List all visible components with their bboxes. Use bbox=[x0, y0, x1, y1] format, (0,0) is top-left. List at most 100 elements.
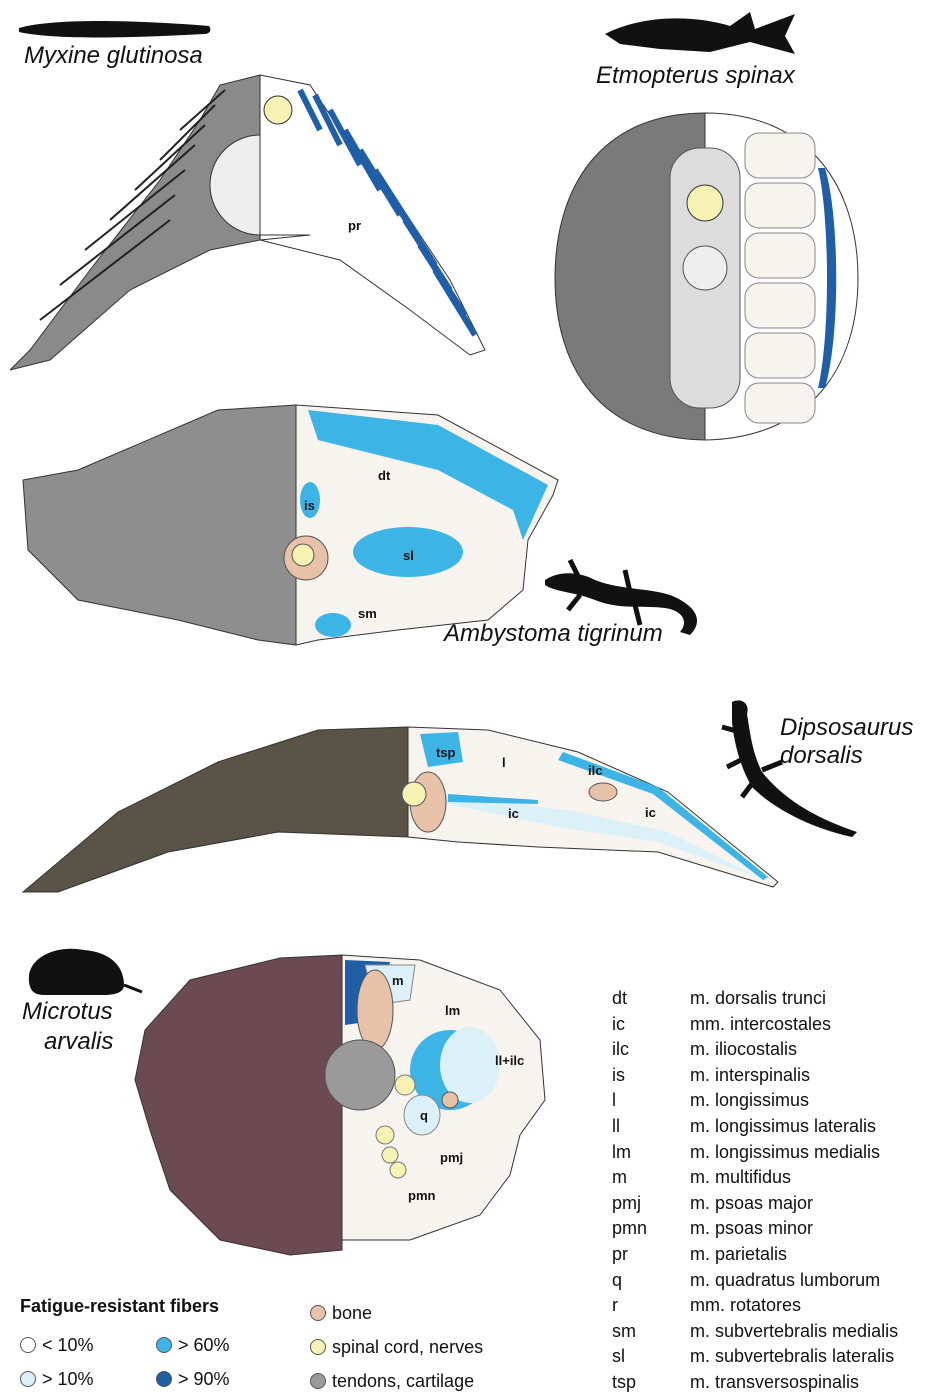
legend-fiber-item: > 60% bbox=[156, 1334, 230, 1356]
label-sm: sm bbox=[358, 606, 377, 621]
legend-label: tendons, cartilage bbox=[332, 1370, 474, 1392]
label-m: m bbox=[392, 973, 404, 988]
shark-silhouette-icon bbox=[600, 4, 800, 64]
abbr-code: ll bbox=[612, 1114, 620, 1140]
label-pmj: pmj bbox=[440, 1150, 463, 1165]
legend-swatch bbox=[310, 1339, 326, 1355]
species-name-ambystoma: Ambystoma tigrinum bbox=[444, 620, 663, 648]
species-name-microtus-2: arvalis bbox=[44, 1028, 113, 1056]
legend-tissue-item: spinal cord, nerves bbox=[310, 1336, 483, 1358]
legend-label: > 10% bbox=[42, 1368, 94, 1390]
label-l: l bbox=[502, 755, 506, 770]
abbr-fullname: m. longissimus lateralis bbox=[690, 1114, 876, 1140]
species-name-myxine: Myxine glutinosa bbox=[24, 42, 203, 70]
legend-label: spinal cord, nerves bbox=[332, 1336, 483, 1358]
etmopterus-notochord bbox=[683, 246, 727, 290]
microtus-cross-section: m lm ll+ilc q pmj pmn bbox=[130, 950, 560, 1280]
legend-swatch bbox=[310, 1373, 326, 1389]
label-ilc: ilc bbox=[588, 763, 602, 778]
label-ic-1: ic bbox=[508, 806, 519, 821]
hagfish-silhouette-icon bbox=[14, 14, 214, 40]
legend-swatch bbox=[156, 1371, 172, 1387]
dipsosaurus-histology bbox=[23, 727, 408, 892]
species-name-microtus-1: Microtus bbox=[22, 998, 113, 1026]
microtus-vertebral-body bbox=[325, 1040, 395, 1110]
abbr-fullname: m. longissimus medialis bbox=[690, 1140, 880, 1166]
legend-swatch bbox=[20, 1337, 36, 1353]
legend-label: > 60% bbox=[178, 1334, 230, 1356]
abbr-fullname: m. interspinalis bbox=[690, 1063, 810, 1089]
abbr-code: r bbox=[612, 1293, 618, 1319]
abbr-fullname: m. iliocostalis bbox=[690, 1037, 797, 1063]
label-tsp: tsp bbox=[436, 745, 456, 760]
dipsosaurus-spinal-cord bbox=[402, 782, 426, 806]
myxine-spinal-cord bbox=[264, 96, 292, 124]
dipsosaurus-cross-section: tsp l ilc ic ic bbox=[18, 722, 788, 902]
abbr-fullname: m. multifidus bbox=[690, 1165, 791, 1191]
legend-title: Fatigue-resistant fibers bbox=[20, 1296, 219, 1317]
ambystoma-spinal-cord bbox=[292, 544, 314, 566]
legend-label: > 90% bbox=[178, 1368, 230, 1390]
abbr-code: is bbox=[612, 1063, 625, 1089]
abbr-fullname: m. longissimus bbox=[690, 1088, 809, 1114]
microtus-vertebra-bone bbox=[357, 970, 393, 1050]
spacer bbox=[12, 12, 72, 13]
abbr-fullname: m. transversospinalis bbox=[690, 1370, 859, 1392]
abbr-code: pmn bbox=[612, 1216, 647, 1242]
legend-swatch bbox=[20, 1371, 36, 1387]
legend-label: < 10% bbox=[42, 1334, 94, 1356]
species-name-dipsosaurus-1: Dipsosaurus bbox=[780, 714, 913, 742]
species-name-etmopterus: Etmopterus spinax bbox=[596, 62, 795, 90]
myxine-cross-section: pr bbox=[10, 70, 490, 380]
abbr-fullname: m. psoas major bbox=[690, 1191, 813, 1217]
vole-silhouette-icon bbox=[24, 940, 144, 1000]
microtus-histology bbox=[135, 955, 342, 1255]
myxine-schematic bbox=[260, 75, 485, 355]
dipsosaurus-rib-bone bbox=[589, 783, 617, 801]
abbr-fullname: mm. rotatores bbox=[690, 1293, 801, 1319]
species-name-dipsosaurus-2: dorsalis bbox=[780, 742, 863, 770]
label-q: q bbox=[420, 1108, 428, 1123]
label-ic-2: ic bbox=[645, 805, 656, 820]
legend-swatch bbox=[156, 1337, 172, 1353]
abbr-code: sm bbox=[612, 1319, 636, 1345]
abbr-fullname: m. subvertebralis lateralis bbox=[690, 1344, 894, 1370]
ambystoma-cross-section: dt is sl sm bbox=[18, 400, 578, 650]
myxine-histology bbox=[10, 75, 260, 370]
legend-fiber-item: > 90% bbox=[156, 1368, 230, 1390]
abbr-fullname: m. psoas minor bbox=[690, 1216, 813, 1242]
ambystoma-sm-zone bbox=[315, 613, 351, 637]
legend-fiber-item: > 10% bbox=[20, 1368, 94, 1390]
label-is: is bbox=[304, 498, 315, 513]
etmopterus-spinal-cord bbox=[687, 185, 723, 221]
abbr-code: m bbox=[612, 1165, 627, 1191]
abbr-code: pmj bbox=[612, 1191, 641, 1217]
legend-label: bone bbox=[332, 1302, 372, 1324]
abbr-fullname: m. dorsalis trunci bbox=[690, 986, 826, 1012]
abbr-fullname: mm. intercostales bbox=[690, 1012, 831, 1038]
legend-fiber-item: < 10% bbox=[20, 1334, 94, 1356]
label-dt: dt bbox=[378, 468, 391, 483]
abbr-code: pr bbox=[612, 1242, 628, 1268]
etmopterus-cross-section bbox=[540, 108, 870, 448]
label-lm: lm bbox=[445, 1003, 460, 1018]
abbr-code: ilc bbox=[612, 1037, 629, 1063]
abbr-code: dt bbox=[612, 986, 627, 1012]
abbr-fullname: m. parietalis bbox=[690, 1242, 787, 1268]
microtus-process-bone bbox=[442, 1092, 458, 1108]
abbr-fullname: m. subvertebralis medialis bbox=[690, 1319, 898, 1345]
label-pmn: pmn bbox=[408, 1188, 436, 1203]
abbr-fullname: m. quadratus lumborum bbox=[690, 1268, 880, 1294]
legend-swatch bbox=[310, 1305, 326, 1321]
abbr-code: sl bbox=[612, 1344, 625, 1370]
ambystoma-histology bbox=[23, 405, 296, 645]
abbr-code: l bbox=[612, 1088, 616, 1114]
abbr-code: q bbox=[612, 1268, 622, 1294]
abbr-code: ic bbox=[612, 1012, 625, 1038]
legend-tissue-item: tendons, cartilage bbox=[310, 1370, 474, 1392]
label-pr: pr bbox=[348, 218, 361, 233]
abbr-code: lm bbox=[612, 1140, 631, 1166]
legend-tissue-item: bone bbox=[310, 1302, 372, 1324]
label-sl: sl bbox=[403, 548, 414, 563]
